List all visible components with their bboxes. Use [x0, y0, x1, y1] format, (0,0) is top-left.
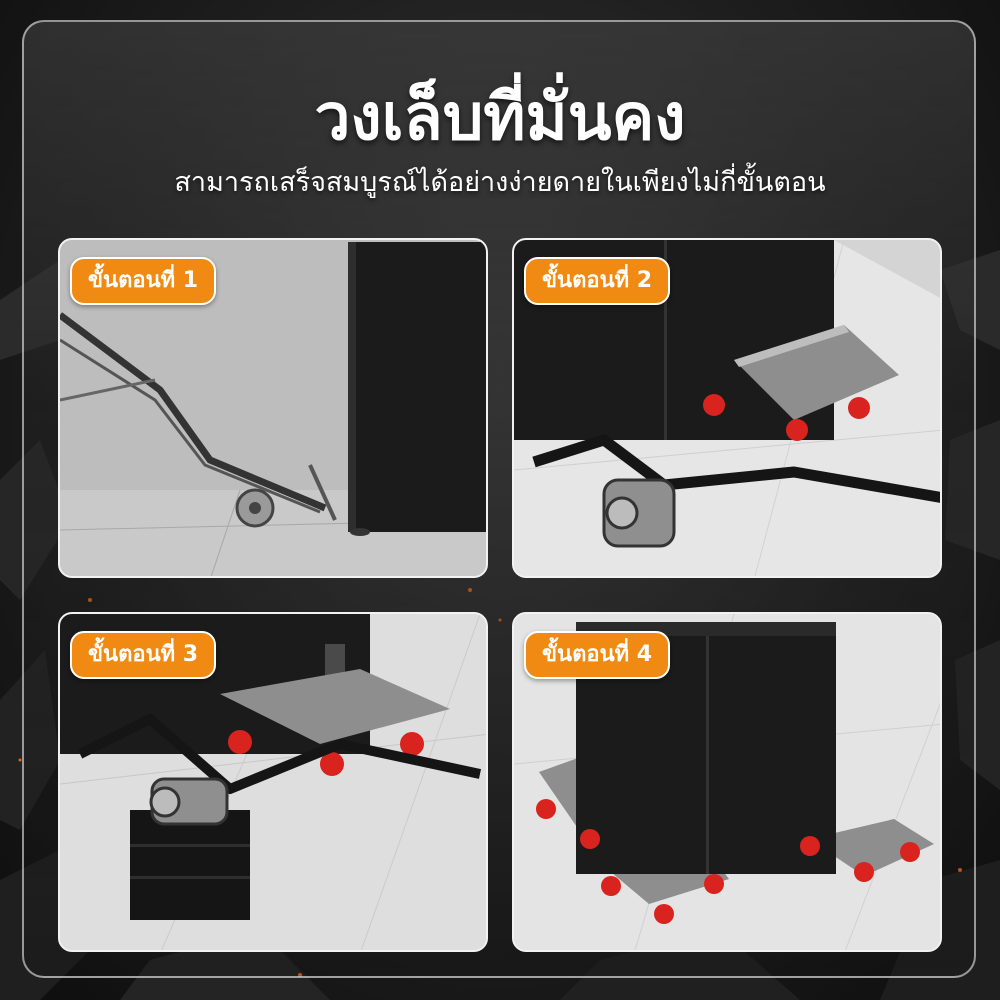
step-4-panel: ขั้นตอนที่ 4 [512, 612, 942, 952]
step-1-badge: ขั้นตอนที่ 1 [70, 257, 217, 305]
step-4-badge: ขั้นตอนที่ 4 [524, 631, 671, 679]
step-3-badge: ขั้นตอนที่ 3 [70, 631, 217, 679]
step-3-panel: ขั้นตอนที่ 3 [58, 612, 488, 952]
step-2-panel: ขั้นตอนที่ 2 [512, 238, 942, 578]
step-1-panel: ขั้นตอนที่ 1 [58, 238, 488, 578]
step-2-badge: ขั้นตอนที่ 2 [524, 257, 671, 305]
page-title: วงเล็บที่มั่นคง [314, 81, 686, 155]
page-subtitle: สามารถเสร็จสมบูรณ์ได้อย่างง่ายดายในเพียง… [174, 167, 826, 198]
